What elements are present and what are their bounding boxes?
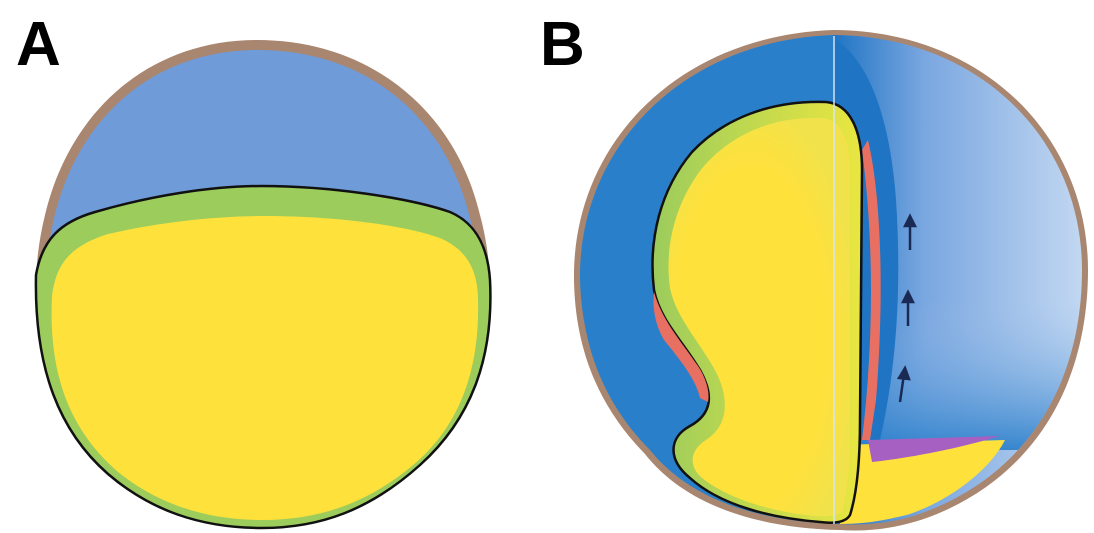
panel-a-diagram xyxy=(36,40,491,528)
panel-b-diagram xyxy=(560,20,1094,533)
panel-b-yolk xyxy=(668,118,850,517)
